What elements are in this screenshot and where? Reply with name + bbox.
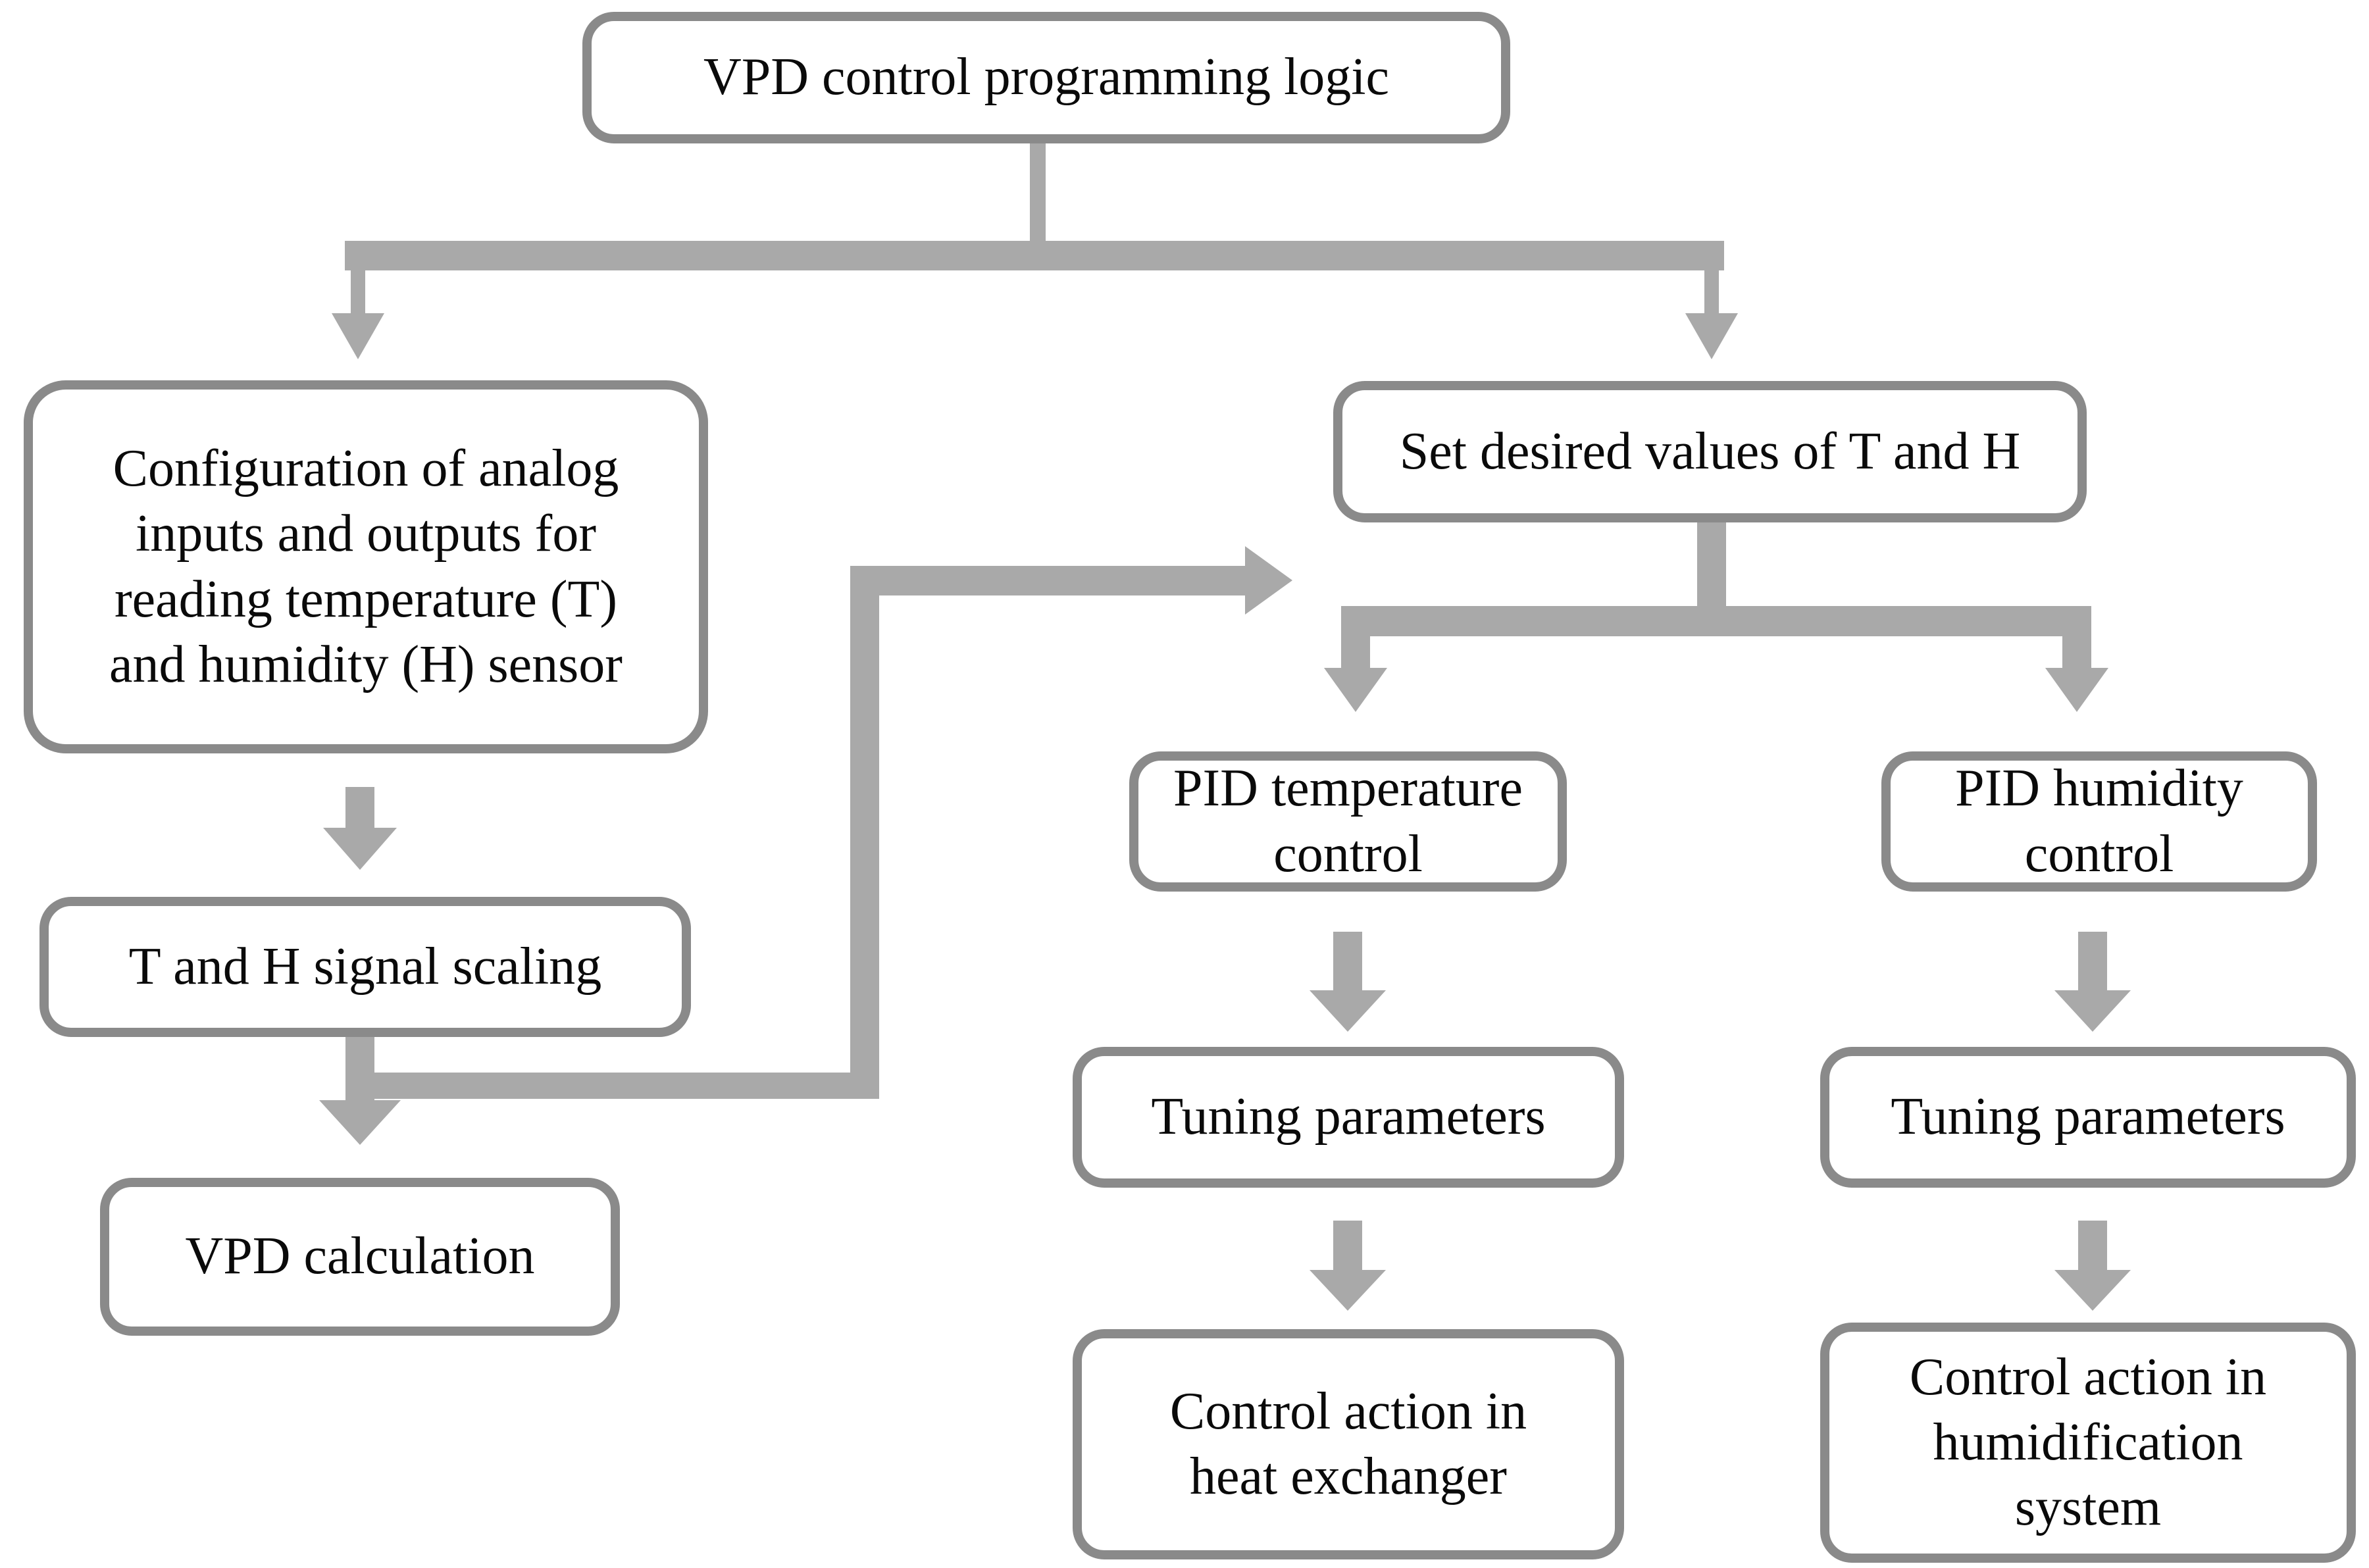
node-vpd-logic-label: VPD control programming logic bbox=[703, 48, 1390, 107]
connector-tuninghum-to-ctrl-shaft bbox=[2078, 1221, 2107, 1270]
node-th-scaling-label: T and H signal scaling bbox=[128, 937, 602, 996]
node-pid-temp-label: PID temperature control bbox=[1173, 759, 1523, 883]
node-pid-hum: PID humidity control bbox=[1881, 751, 2317, 892]
node-vpd-calc-label: VPD calculation bbox=[185, 1227, 535, 1286]
node-vpd-calc: VPD calculation bbox=[100, 1178, 620, 1336]
node-config-io-label: Configuration of analog inputs and outpu… bbox=[109, 440, 623, 694]
connector-split-right-shaft bbox=[2062, 636, 2091, 668]
arrowhead-tuninghum-to-ctrl bbox=[2054, 1270, 2131, 1311]
node-set-values: Set desired values of T and H bbox=[1333, 381, 2087, 522]
connector-top-stub bbox=[1030, 143, 1046, 242]
arrowhead-pidtemp-to-tuning bbox=[1310, 990, 1386, 1032]
node-ctrl-heat-label: Control action in heat exchanger bbox=[1169, 1382, 1527, 1505]
connector-pidhum-to-tuning-shaft bbox=[2078, 932, 2107, 990]
node-ctrl-heat: Control action in heat exchanger bbox=[1073, 1329, 1624, 1559]
node-config-io: Configuration of analog inputs and outpu… bbox=[24, 380, 708, 753]
node-tuning-temp: Tuning parameters bbox=[1073, 1047, 1624, 1188]
node-set-values-label: Set desired values of T and H bbox=[1399, 422, 2021, 480]
connector-elbow-vertical bbox=[850, 566, 879, 1099]
node-pid-hum-label: PID humidity control bbox=[1955, 759, 2243, 883]
node-tuning-temp-label: Tuning parameters bbox=[1151, 1088, 1546, 1146]
connector-elbow-horizontal-lower bbox=[374, 1073, 871, 1099]
node-tuning-hum: Tuning parameters bbox=[1820, 1047, 2356, 1188]
connector-tuningtemp-to-ctrl-shaft bbox=[1333, 1221, 1362, 1270]
connector-drop-right-shaft bbox=[1704, 270, 1719, 313]
connector-top-split-bar bbox=[345, 241, 1724, 270]
node-tuning-hum-label: Tuning parameters bbox=[1891, 1088, 2285, 1146]
arrowhead-split-right bbox=[2045, 668, 2108, 712]
connector-config-to-scaling-shaft bbox=[345, 787, 374, 828]
arrowhead-config-to-scaling bbox=[323, 828, 397, 870]
arrowhead-scaling-to-vpdcalc bbox=[319, 1100, 401, 1145]
arrowhead-drop-left bbox=[332, 313, 384, 359]
connector-elbow-horizontal-upper bbox=[850, 566, 1245, 595]
node-ctrl-hum-label: Control action in humidification system bbox=[1909, 1348, 2267, 1537]
node-vpd-logic: VPD control programming logic bbox=[582, 12, 1510, 143]
connector-set-stub bbox=[1697, 522, 1726, 606]
arrowhead-split-left bbox=[1324, 668, 1387, 712]
node-th-scaling: T and H signal scaling bbox=[39, 897, 691, 1037]
arrowhead-elbow-right bbox=[1245, 546, 1292, 615]
connector-split-left-shaft bbox=[1341, 636, 1370, 668]
arrowhead-drop-right bbox=[1685, 313, 1738, 359]
node-pid-temp: PID temperature control bbox=[1129, 751, 1567, 892]
connector-drop-left-shaft bbox=[351, 270, 365, 313]
arrowhead-tuningtemp-to-ctrl bbox=[1310, 1270, 1386, 1311]
node-ctrl-hum: Control action in humidification system bbox=[1820, 1323, 2356, 1563]
connector-pidtemp-to-tuning-shaft bbox=[1333, 932, 1362, 990]
arrowhead-pidhum-to-tuning bbox=[2054, 990, 2131, 1032]
connector-lower-split-bar bbox=[1341, 606, 2091, 636]
connector-scaling-to-vpdcalc-shaft bbox=[345, 1037, 374, 1100]
